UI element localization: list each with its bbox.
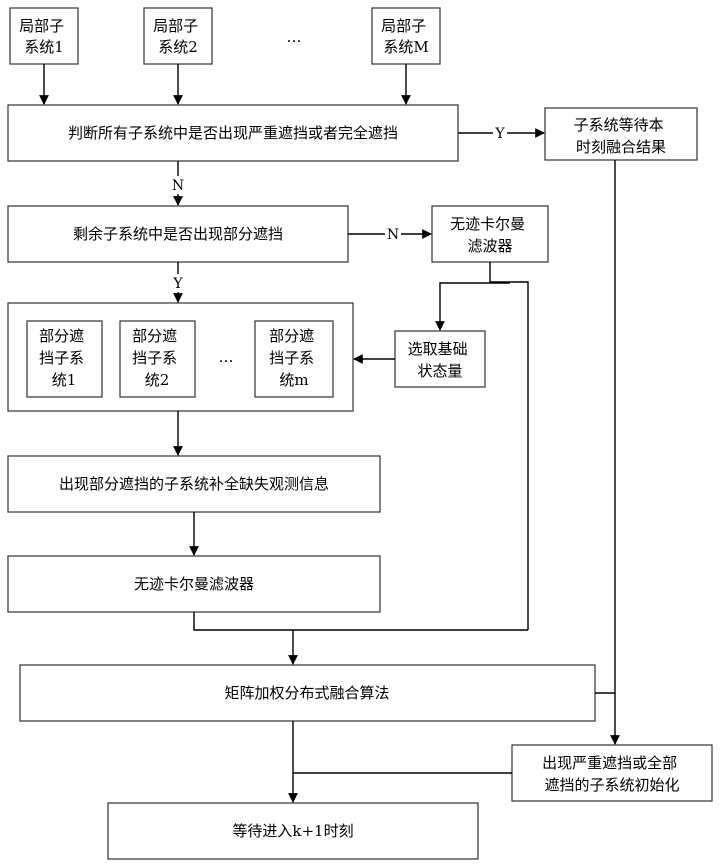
partial-subsystem-m-label: 部分遮	[269, 327, 314, 345]
label-yes-1: Y	[494, 126, 505, 142]
arrow-ukf-to-select-base	[440, 283, 510, 330]
fusion-label: 矩阵加权分布式融合算法	[224, 684, 389, 702]
partial-subsystem-1-label: 统1	[52, 371, 77, 389]
wait-next-label: 等待进入k+1时刻	[232, 822, 353, 840]
local-subsystem-m-label: 系统M	[383, 38, 428, 56]
judge-remaining-label: 剩余子系统中是否出现部分遮挡	[73, 225, 283, 243]
complete-observation-label: 出现部分遮挡的子系统补全缺失观测信息	[59, 475, 329, 493]
label-no-2: N	[387, 227, 399, 243]
partial-subsystem-2-label: 统2	[145, 371, 170, 389]
select-base-label: 选取基础	[408, 340, 468, 358]
partial-subsystem-m-label: 挡子系	[269, 349, 314, 367]
local-subsystem-2-label: 局部子	[153, 17, 198, 35]
reinit-label: 出现严重遮挡或全部	[542, 754, 677, 772]
label-no-1: N	[172, 178, 184, 194]
ukf-middle-label: 无迹卡尔曼滤波器	[134, 575, 254, 593]
local-subsystem-1-label: 局部子	[19, 17, 64, 35]
line-ukf-to-right-bus	[490, 262, 528, 630]
wait-fusion-label: 时刻融合结果	[576, 138, 666, 156]
partial-ellipsis: …	[219, 348, 234, 366]
local-ellipsis: …	[287, 28, 302, 46]
partial-subsystem-2-label: 挡子系	[132, 349, 177, 367]
ukf-top-label: 无迹卡尔曼	[450, 215, 525, 233]
ukf-top-label: 滤波器	[467, 237, 512, 255]
local-subsystem-1-label: 系统1	[24, 38, 64, 56]
local-subsystem-m-label: 局部子	[381, 17, 426, 35]
partial-subsystem-2-label: 部分遮	[132, 327, 177, 345]
judge-all-label: 判断所有子系统中是否出现严重遮挡或者完全遮挡	[68, 124, 398, 142]
partial-subsystem-1-label: 挡子系	[39, 349, 84, 367]
partial-subsystem-m-label: 统m	[279, 371, 308, 389]
wait-fusion-label: 子系统等待本	[574, 116, 664, 134]
label-yes-2: Y	[172, 276, 183, 292]
partial-subsystem-1-label: 部分遮	[39, 327, 84, 345]
reinit-label: 遮挡的子系统初始化	[544, 776, 679, 794]
line-ukf-middle-to-merge	[194, 612, 528, 630]
local-subsystem-2-label: 系统2	[158, 38, 198, 56]
select-base-label: 状态量	[417, 362, 462, 380]
